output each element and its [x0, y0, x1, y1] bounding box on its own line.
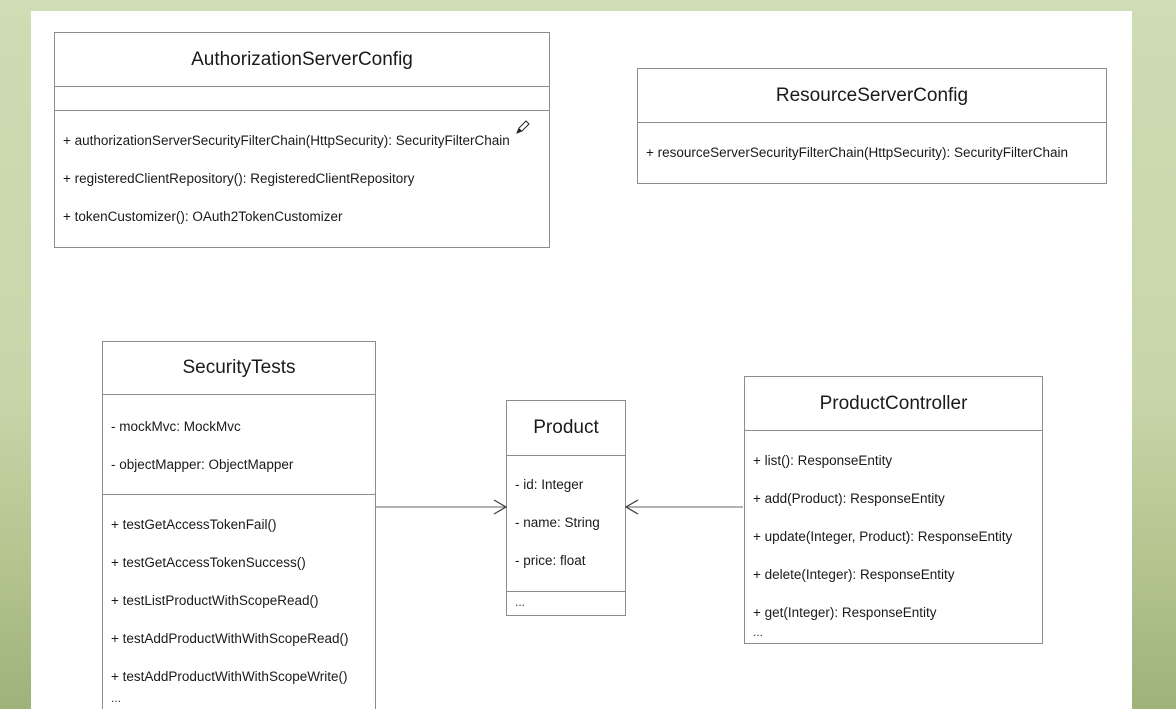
class-name: Product [507, 401, 625, 456]
method: + resourceServerSecurityFilterChain(Http… [646, 145, 1069, 160]
methods-section: + resourceServerSecurityFilterChain(Http… [638, 123, 1106, 183]
more-ellipsis: ... [111, 691, 122, 705]
method: + registeredClientRepository(): Register… [63, 171, 415, 186]
method: + get(Integer): ResponseEntity [753, 605, 937, 620]
method: + testAddProductWithWithScopeRead() [111, 631, 349, 646]
class-name: ProductController [745, 377, 1042, 431]
attribute: - objectMapper: ObjectMapper [111, 457, 294, 472]
method: + add(Product): ResponseEntity [753, 491, 945, 506]
edge-productcontroller-to-product[interactable] [624, 499, 743, 515]
attribute: - mockMvc: MockMvc [111, 419, 241, 434]
attribute: - id: Integer [515, 477, 584, 492]
class-authorization-server-config[interactable]: AuthorizationServerConfig + authorizatio… [54, 32, 550, 248]
class-name: ResourceServerConfig [638, 69, 1106, 123]
attributes-section [55, 87, 549, 111]
class-security-tests[interactable]: SecurityTests - mockMvc: MockMvc - objec… [102, 341, 376, 709]
method: + testGetAccessTokenSuccess() [111, 555, 306, 570]
method: + testAddProductWithWithScopeWrite() [111, 669, 348, 684]
pencil-cursor-icon [516, 120, 530, 134]
methods-section: + testGetAccessTokenFail() + testGetAcce… [103, 495, 375, 708]
method: + list(): ResponseEntity [753, 453, 893, 468]
method: + tokenCustomizer(): OAuth2TokenCustomiz… [63, 209, 343, 224]
methods-section: + list(): ResponseEntity + add(Product):… [745, 431, 1042, 643]
more-ellipsis: ... [753, 625, 764, 639]
method: + testGetAccessTokenFail() [111, 517, 277, 532]
more-ellipsis: ... [515, 595, 526, 609]
method: + update(Integer, Product): ResponseEnti… [753, 529, 1013, 544]
attribute: - name: String [515, 515, 600, 530]
class-product[interactable]: Product - id: Integer - name: String - p… [506, 400, 626, 616]
method: + authorizationServerSecurityFilterChain… [63, 133, 510, 148]
attributes-section: - id: Integer - name: String - price: fl… [507, 456, 625, 592]
attributes-section: - mockMvc: MockMvc - objectMapper: Objec… [103, 395, 375, 495]
class-resource-server-config[interactable]: ResourceServerConfig + resourceServerSec… [637, 68, 1107, 184]
class-product-controller[interactable]: ProductController + list(): ResponseEnti… [744, 376, 1043, 644]
methods-section: ... [507, 592, 625, 615]
methods-section: + authorizationServerSecurityFilterChain… [55, 111, 549, 247]
class-name: SecurityTests [103, 342, 375, 395]
method: + testListProductWithScopeRead() [111, 593, 319, 608]
method: + delete(Integer): ResponseEntity [753, 567, 955, 582]
attribute: - price: float [515, 553, 586, 568]
edge-securitytests-to-product[interactable] [376, 499, 508, 515]
class-name: AuthorizationServerConfig [55, 33, 549, 87]
